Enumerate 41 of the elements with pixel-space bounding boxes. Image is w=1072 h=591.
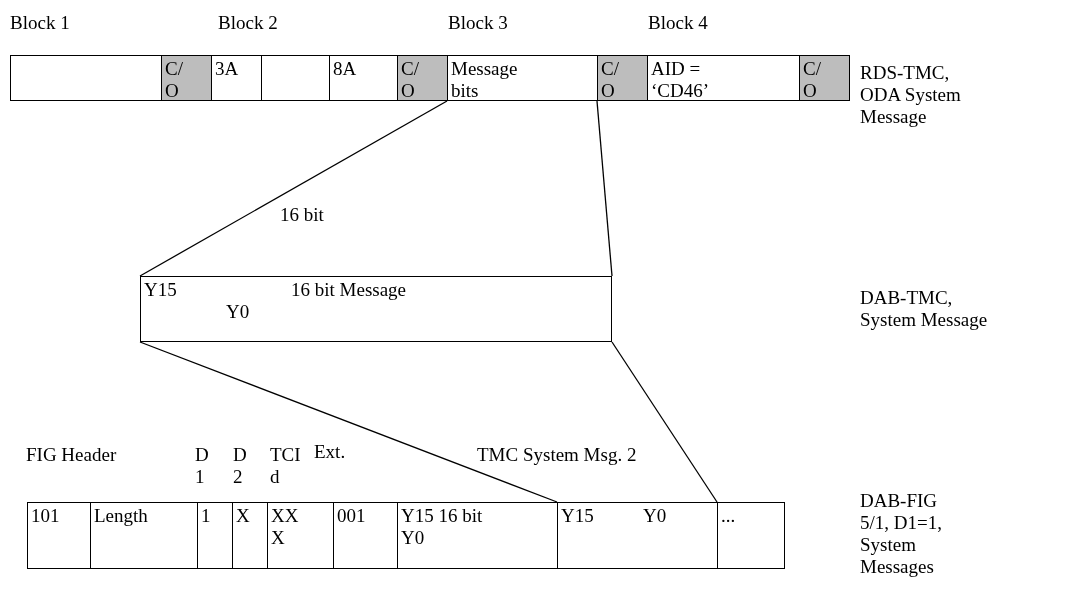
block-label: Block 3 — [448, 12, 509, 34]
field-cell: 001 — [333, 502, 398, 569]
field-text: Y15 — [561, 505, 594, 527]
field-cell: C/ O — [597, 55, 648, 101]
field-label: Ext. — [314, 441, 347, 463]
field-cell: AID = ‘CD46’ — [647, 55, 800, 101]
field-text: Y0 — [226, 301, 250, 323]
field-cell: C/ O — [799, 55, 850, 101]
expansion-line — [139, 341, 558, 503]
field-text: Y0 — [643, 505, 667, 527]
field-cell: X — [232, 502, 268, 569]
field-cell: C/ O — [161, 55, 212, 101]
row-label: DAB-TMC, System Message — [860, 287, 989, 331]
expansion-line — [139, 100, 448, 277]
block-label: Block 4 — [648, 12, 709, 34]
field-label: FIG Header — [26, 444, 118, 466]
field-label: D 2 — [233, 444, 248, 488]
block-label: Block 1 — [10, 12, 71, 34]
field-cell: 101 — [27, 502, 91, 569]
field-label: TCI d — [270, 444, 302, 488]
field-cell: 1 — [197, 502, 233, 569]
field-cell: Length — [90, 502, 198, 569]
row-label: RDS-TMC, ODA System Message — [860, 62, 962, 128]
field-cell: Y15 16 bit Y0 — [397, 502, 558, 569]
field-text: 16 bit Message — [291, 279, 407, 301]
field-cell: C/ O — [397, 55, 448, 101]
block-label: Block 2 — [218, 12, 279, 34]
field-text: Y15 — [144, 279, 177, 301]
field-cell — [557, 502, 718, 569]
field-label: TMC System Msg. 2 — [477, 444, 638, 466]
field-cell: 8A — [329, 55, 398, 101]
row-label: DAB-FIG 5/1, D1=1, System Messages — [860, 490, 943, 578]
field-cell: Message bits — [447, 55, 598, 101]
field-cell: 3A — [211, 55, 262, 101]
field-label: D 1 — [195, 444, 210, 488]
expansion-line — [611, 341, 718, 503]
expansion-line — [596, 100, 613, 277]
field-cell: XX X — [267, 502, 334, 569]
field-cell: ... — [717, 502, 785, 569]
message-box — [140, 276, 612, 342]
width-label: 16 bit — [280, 204, 325, 226]
